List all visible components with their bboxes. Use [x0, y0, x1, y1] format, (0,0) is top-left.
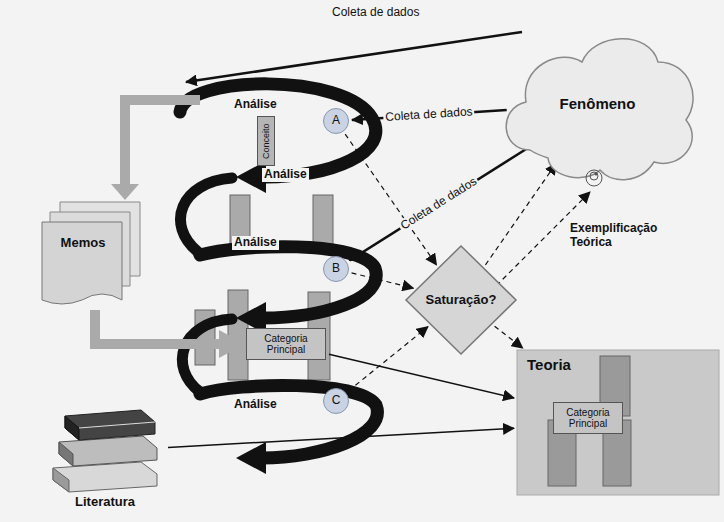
stage-circle: B — [323, 256, 349, 282]
drawing-part — [42, 222, 122, 304]
stage-circle: C — [323, 388, 349, 414]
edge-label: Coleta de dados — [383, 105, 475, 125]
drawing-part — [53, 462, 157, 492]
theory-panel: TeoriaCategoria Principal — [517, 350, 719, 495]
node-text: Fenômeno — [560, 95, 636, 112]
node-text: A — [332, 114, 340, 128]
connector — [352, 273, 414, 288]
drawing-part — [200, 385, 377, 458]
connector — [95, 310, 243, 344]
drawing-part — [590, 172, 598, 180]
decision-diamond: Saturação? — [405, 245, 517, 355]
drawing-part — [180, 84, 376, 177]
drawing-part — [236, 442, 266, 474]
drawing-part — [200, 247, 376, 318]
connector — [348, 327, 427, 391]
theory-panel-ground — [517, 350, 719, 495]
annotation-label: Análise — [232, 398, 279, 412]
data-collection-arrow — [186, 32, 522, 82]
node-text: C — [332, 394, 341, 408]
connector — [485, 163, 556, 265]
node-text: Literatura — [75, 495, 135, 510]
stage-circle: A — [323, 108, 349, 134]
drawing-part — [595, 173, 598, 176]
connector — [345, 134, 436, 265]
node-text: Memos — [61, 236, 106, 251]
drawing-part — [40, 200, 150, 308]
annotation-label: Coleta de dados — [330, 6, 421, 20]
drawing-part — [182, 319, 232, 392]
drawing-part — [65, 416, 79, 440]
drawing-part — [586, 170, 602, 186]
drawing-part — [59, 436, 157, 466]
connector — [168, 428, 514, 447]
annotation-label: Análise — [232, 236, 279, 250]
drawing-part — [53, 468, 69, 492]
memo-feed-head — [111, 184, 139, 200]
memo-feed-arrow — [125, 100, 200, 186]
drawing-part — [79, 422, 155, 428]
concept-box: Conceito — [257, 116, 275, 166]
spiral-arrowheads — [236, 161, 266, 474]
edge-label: Coleta de dados — [397, 174, 482, 234]
node-text: B — [332, 262, 340, 276]
annotation-label: Análise — [232, 98, 279, 112]
analysis-spiral — [180, 84, 377, 458]
drawing-part — [59, 442, 73, 466]
annotation-label: Análise — [262, 168, 309, 182]
category-box: Categoria Principal — [553, 402, 623, 434]
node-text: Teoria — [527, 356, 571, 373]
drawing-part — [45, 390, 165, 512]
drawing-part — [181, 178, 232, 252]
drawing-part — [228, 290, 248, 380]
node-text: Saturação? — [426, 293, 497, 308]
connector — [329, 354, 514, 398]
connector — [350, 147, 529, 260]
node-text: Categoria Principal — [247, 333, 325, 356]
node-text: Categoria Principal — [554, 407, 622, 430]
annotation-label: Exemplificação Teórica — [568, 222, 684, 250]
node-text: Conceito — [261, 123, 271, 159]
phenomenon-cloud: Fenômeno — [490, 18, 705, 190]
memo-stack: Memos — [40, 200, 150, 308]
literature-books: Literatura — [45, 390, 165, 512]
drawing-part — [65, 410, 155, 440]
drawing-part — [406, 246, 516, 354]
category-box: Categoria Principal — [246, 328, 326, 360]
drawing-part — [506, 39, 693, 180]
connector — [495, 326, 523, 348]
spiral-bars — [195, 195, 333, 380]
